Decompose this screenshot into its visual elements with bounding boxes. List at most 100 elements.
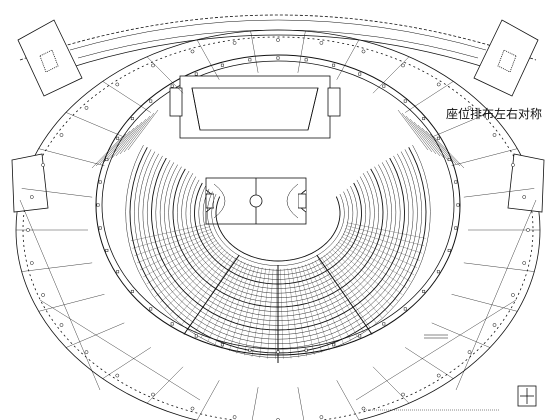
radial-grid-line (250, 31, 259, 73)
seat-row-icon (339, 239, 411, 282)
seat-row-icon (314, 260, 358, 337)
grid-column-icon (492, 323, 497, 327)
radial-grid-line (463, 262, 535, 272)
wing-blocks (11, 19, 545, 213)
seat-row-icon (344, 231, 420, 261)
north-arrow-icon (517, 385, 537, 407)
grid-column-icon (151, 392, 155, 397)
seat-row-icon (311, 261, 351, 341)
seat-row-icon (421, 127, 453, 163)
grid-column-icon (29, 195, 34, 199)
grid-column-icon (319, 415, 324, 419)
seating-bowl (91, 109, 465, 363)
grid-column-icon (84, 350, 89, 354)
grid-column-icon (115, 82, 120, 87)
grid-column-icon (98, 180, 102, 184)
radial-grid-line (336, 39, 360, 80)
grid-column-icon (382, 322, 386, 326)
grid-column-icon (511, 163, 515, 167)
seat-row-icon (150, 242, 219, 291)
grid-column-icon (105, 158, 109, 162)
seat-row-icon (283, 268, 292, 359)
grid-column-icon (220, 63, 224, 67)
grid-column-icon (220, 343, 224, 347)
radial-grid-line (455, 199, 537, 391)
grid-column-icon (105, 248, 109, 252)
grid-column-icon (96, 203, 100, 207)
seat-row-icon (429, 133, 461, 167)
seat-row-icon (275, 268, 277, 359)
grid-column-icon (454, 226, 458, 230)
grid-column-icon (436, 270, 440, 274)
symmetry-annotation: 座位排布左右对称 (446, 106, 542, 121)
seat-row-icon (323, 255, 377, 324)
seat-row-icon (346, 225, 425, 246)
seat-row-icon (305, 264, 337, 348)
grid-column-icon (332, 63, 336, 67)
seat-row-icon (200, 260, 243, 339)
grid-column-icon (382, 84, 386, 88)
grid-column-icon (467, 350, 472, 354)
radial-grid-line (102, 81, 151, 113)
seat-row-icon (333, 246, 398, 301)
grid-column-icon (358, 334, 362, 338)
seat-row-icon (251, 268, 266, 357)
grid-column-icon (248, 58, 252, 62)
seat-row-icon (136, 232, 213, 264)
grid-column-icon (436, 373, 441, 378)
seat-row-icon (341, 236, 415, 275)
grid-column-icon (149, 99, 153, 103)
grid-column-icon (59, 133, 64, 137)
grid-column-icon (194, 72, 198, 76)
radial-grid-line (196, 380, 220, 420)
grid-column-icon (522, 195, 527, 199)
seat-row-icon (301, 265, 330, 351)
seat-row-icon (346, 222, 426, 239)
seat-row-icon (107, 124, 139, 161)
grid-column-icon (276, 56, 280, 60)
aisle-line (316, 254, 373, 335)
radial-grid-line (102, 347, 151, 379)
grid-column-icon (522, 261, 527, 265)
seat-row-icon (308, 263, 344, 345)
seat-row-icon (134, 229, 212, 256)
grid-column-icon (422, 289, 426, 293)
seat-row-icon (103, 127, 135, 163)
radial-grid-line (431, 322, 491, 348)
grid-column-icon (190, 406, 195, 411)
radial-grid-line (38, 148, 105, 166)
radial-grid-line (65, 322, 125, 348)
seat-row-icon (159, 247, 223, 303)
grid-column-icon (332, 343, 336, 347)
radial-grid-line (463, 188, 535, 198)
seat-row-icon (409, 118, 441, 157)
seat-row-icon (99, 130, 131, 165)
grid-column-icon (41, 163, 45, 167)
grid-column-icon (194, 334, 198, 338)
grid-column-icon (492, 133, 497, 137)
seat-row-icon (214, 263, 249, 346)
grid-column-icon (170, 84, 174, 88)
seat-row-icon (280, 268, 284, 359)
radial-grid-line (146, 56, 184, 94)
seat-row-icon (244, 267, 263, 356)
radial-grid-lines (16, 31, 540, 420)
grid-column-icon (454, 180, 458, 184)
radial-grid-line (297, 31, 306, 73)
seat-row-icon (111, 121, 143, 159)
seat-row-icon (294, 267, 315, 355)
seat-row-icon (164, 249, 226, 309)
seat-row-icon (335, 244, 403, 295)
seat-row-icon (259, 268, 270, 358)
radial-grid-line (38, 294, 105, 312)
radial-grid-line (431, 112, 491, 138)
seat-row-icon (139, 234, 214, 271)
radial-grid-line (21, 188, 93, 198)
seat-row-icon (130, 223, 210, 241)
radial-grid-line (19, 199, 101, 391)
grid-column-icon (98, 226, 102, 230)
grid-column-icon (436, 82, 441, 87)
seat-row-icon (236, 266, 259, 354)
radial-grid-line (355, 299, 517, 401)
